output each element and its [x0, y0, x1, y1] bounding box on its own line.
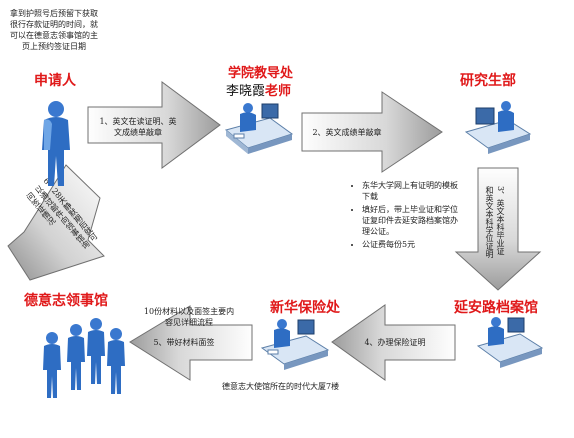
person-name: 李晓霞 [226, 84, 266, 99]
node-graduate-dept-title: 研究生部 [460, 73, 516, 89]
arrow-step1 [87, 81, 221, 169]
xinhua-insurance-desk-icon [260, 319, 330, 370]
academic-office-desk-icon [224, 103, 294, 154]
node-applicant-title: 申请人 [34, 73, 76, 89]
step2-label: 2、英文成绩单敲章 [312, 128, 382, 137]
arrow-step6 [7, 164, 105, 281]
step5-label: 5、带好材料面签 [153, 338, 215, 347]
consulate-people-group-icon [43, 318, 125, 398]
applicant-person-icon [42, 101, 70, 186]
arrow-step2 [301, 91, 443, 173]
arrow-step3 [454, 167, 542, 291]
step1-label: 1、英文在读证明、英文成绩单敲章 [99, 117, 177, 137]
arrow-step5 [129, 305, 253, 381]
node-academic-office-person-line: 李晓霞老师 [226, 80, 291, 99]
node-academic-office-title: 学院教导处 [228, 66, 294, 81]
graduate-dept-desk-icon [464, 101, 532, 154]
note-item: 填好后，带上毕业证和学位证复印件去延安路档案馆办理公证。 [362, 204, 462, 237]
step3-label: 3、英文本科毕业证和英文本科学位证明 [485, 186, 505, 258]
step4-label: 4、办理保险证明 [364, 338, 426, 347]
notes-list: 东华大学网上有证明的模板下载 填好后，带上毕业证和学位证复印件去延安路档案馆办理… [350, 180, 462, 252]
person-suffix: 老师 [265, 84, 292, 99]
materials-note: 10份材料以及面签主要内容见详细流程 [143, 307, 235, 327]
node-yanan-archive-title: 延安路档案馆 [454, 300, 538, 316]
note-item: 公证费每份5元 [362, 239, 462, 250]
node-german-consulate-title: 德意志领事馆 [24, 293, 108, 309]
embassy-address: 德意志大使馆所在的时代大厦7楼 [222, 382, 340, 391]
note-item: 东华大学网上有证明的模板下载 [362, 180, 462, 202]
top-note: 拿到护照号后预留下获取很行存款证明的时间，就可以在德意志领事馆的主页上预约签证日… [10, 9, 98, 51]
arrow-step4 [331, 304, 456, 381]
node-xinhua-insurance-title: 新华保险处 [270, 300, 340, 316]
yanan-archive-desk-icon [476, 317, 544, 368]
